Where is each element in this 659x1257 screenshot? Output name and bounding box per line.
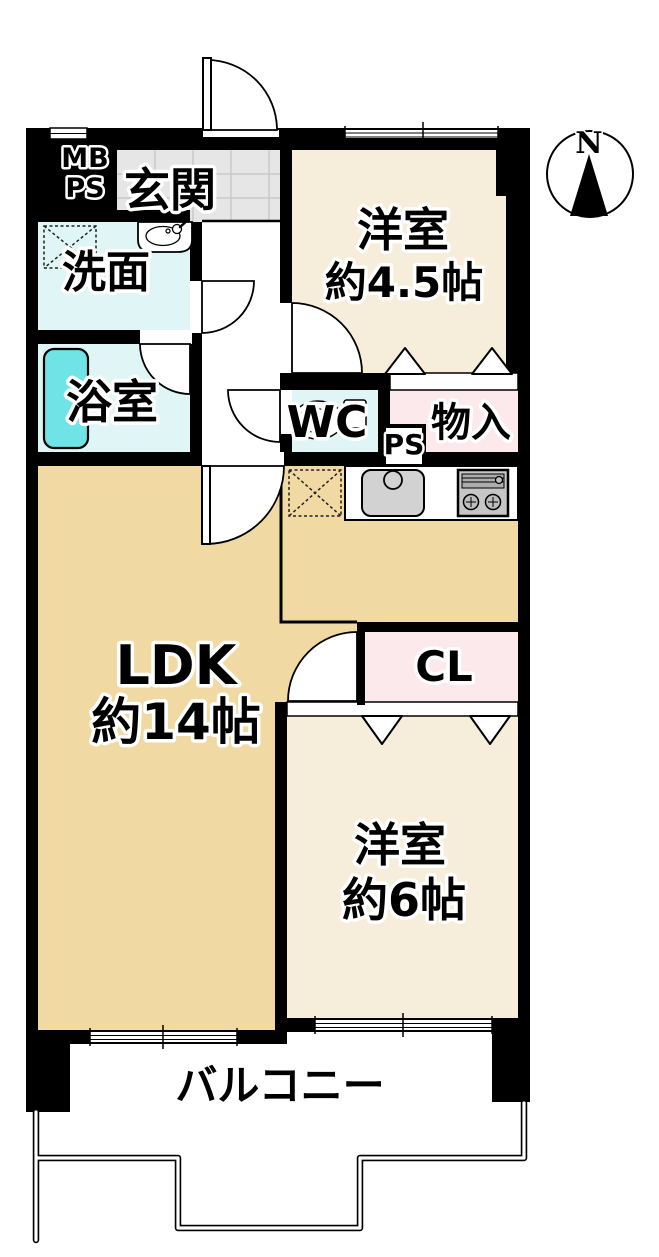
room6-door-arc — [287, 631, 358, 702]
ldk-name-label: LDK — [115, 634, 238, 697]
closet-door-triangles — [361, 347, 513, 745]
closet-door-triangle — [469, 715, 511, 745]
toilet-icon — [292, 399, 367, 440]
room6-name-label: 洋室 — [354, 818, 446, 872]
room45-door-arc — [291, 302, 363, 374]
room45-size-label: 約4.5帖 — [325, 258, 483, 307]
door-openings — [140, 281, 292, 466]
pipe-shaft-mid-label: PS — [384, 428, 425, 461]
entrance-door-leaf — [202, 57, 212, 131]
wc-door-arc — [227, 389, 281, 443]
compass-n-label: N — [575, 126, 602, 161]
window-ldk-icon — [89, 1025, 238, 1049]
closet-strips — [286, 372, 519, 717]
washroom-label: 洗面 — [62, 247, 150, 298]
entrance-label: 玄関 — [124, 163, 216, 217]
entrance-tile-grid — [117, 150, 280, 222]
bathtub-icon — [42, 347, 90, 450]
meter-box-label: MB — [61, 143, 108, 174]
storage-door-triangle — [471, 347, 513, 375]
room-fills — [38, 140, 518, 1030]
louver-window-icon — [49, 127, 88, 140]
balcony-railing — [32, 1099, 528, 1244]
closet-label: CL — [415, 642, 473, 691]
washroom-door-arc — [201, 280, 255, 334]
compass-needle — [570, 154, 608, 216]
ldk-floor-left — [38, 466, 281, 1030]
pipe-shaft-top-label: PS — [65, 173, 104, 204]
kitchen-counter — [344, 465, 519, 521]
balcony-label: バルコニー — [175, 1061, 384, 1110]
windows — [49, 122, 499, 1049]
storage-label: 物入 — [431, 400, 511, 446]
kitchen-boundary-line — [279, 466, 357, 624]
ldk-door-arc — [205, 465, 285, 545]
room-labels: MB PS 玄関 洗面 浴室 WC PS 物入 洋室 約4.5帖 LDK 約14… — [59, 141, 515, 1114]
western-room-large-floor — [287, 716, 518, 1018]
compass-icon: N — [546, 125, 634, 218]
door-arcs — [139, 57, 363, 702]
kitchen-sink-icon — [361, 469, 425, 517]
storage-door-triangle — [384, 347, 426, 375]
washer-space-icon — [43, 225, 97, 269]
closet-floor — [365, 632, 518, 702]
wc-label: WC — [287, 397, 368, 448]
bathroom-door-arc — [139, 343, 191, 395]
bathroom-label: 浴室 — [66, 375, 158, 429]
washbasin-icon — [137, 217, 193, 253]
window-room6-icon — [314, 1013, 493, 1037]
fridge-space-icon — [288, 469, 342, 517]
room45-name-label: 洋室 — [357, 203, 449, 257]
ldk-size-label: 約14帖 — [91, 693, 261, 751]
stove-icon — [456, 468, 510, 518]
window-room45-icon — [344, 122, 499, 146]
entrance-door-arc — [206, 59, 278, 131]
room6-size-label: 約6帖 — [342, 873, 466, 927]
closet-door-triangle — [361, 715, 403, 745]
ldk-door-leaf — [201, 465, 211, 545]
